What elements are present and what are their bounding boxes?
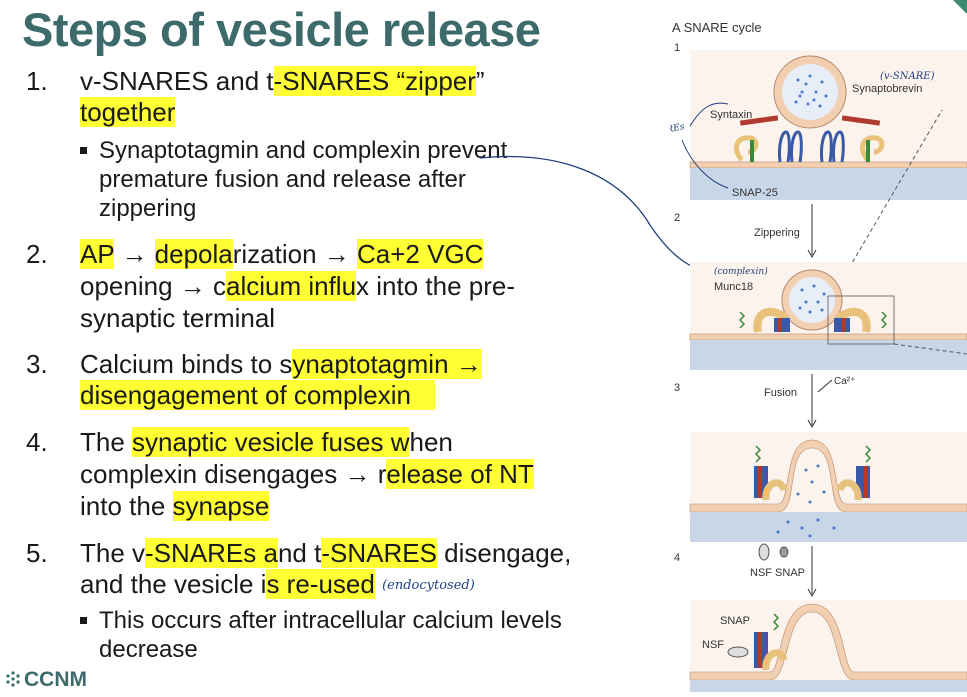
panel-1: Synaptobrevin Syntaxin SNAP-25 (v-SNARE)… (670, 50, 967, 200)
label-synaptobrevin: Synaptobrevin (852, 83, 922, 95)
slide-title: Steps of vesicle release (22, 3, 541, 56)
fusing-membrane (689, 439, 967, 513)
step-5-line-2: and the vesicle is re-used (endocytosed) (80, 569, 475, 599)
panel-number-3: 3 (674, 382, 680, 394)
step-1-number: 1. (26, 66, 48, 96)
panel-2: Munc18 (complexin) (689, 262, 967, 370)
snap25-right (820, 130, 845, 163)
sub-bullet-marker (80, 617, 87, 624)
label-syntaxin: Syntaxin (710, 109, 752, 121)
nsf-icon (758, 543, 770, 561)
step-3-line-1: Calcium binds to synaptotagmin → (80, 349, 482, 379)
zoom-box (827, 295, 895, 345)
munc18-right (835, 307, 871, 333)
complexin-arrow (479, 155, 713, 273)
panel-number-2: 2 (674, 212, 680, 224)
step-5-sub-line-1: This occurs after intracellular calcium … (99, 607, 562, 634)
label-snap25: SNAP-25 (732, 187, 778, 199)
step-4-line-2: complexin disengages → release of NT (80, 459, 534, 489)
sub-bullet-marker (80, 147, 87, 154)
step-2-line-2: opening → calcium influx into the pre- (80, 271, 516, 301)
syntaxin-right (859, 135, 885, 162)
step-2-number: 2. (26, 239, 48, 269)
label-fusion: Fusion (764, 387, 797, 399)
step-1-sub-line-3: zippering (99, 195, 197, 222)
label-snap: SNAP (720, 615, 750, 627)
step-5-line-1: The v-SNAREs and t-SNARES disengage, (80, 538, 572, 568)
label-munc18: Munc18 (714, 281, 753, 293)
panel-number-4: 4 (674, 552, 680, 564)
handwritten-t-snares: t-SNAREs (670, 122, 686, 141)
panel-4: SNAP NSF (689, 600, 967, 692)
step-3-number: 3. (26, 349, 48, 379)
munc18-left (753, 307, 789, 333)
step-1-line-2: together (80, 97, 176, 127)
step-1-sub-line-1: Synaptotagmin and complexin prevent (99, 137, 508, 164)
label-calcium: Ca²⁺ (834, 376, 855, 387)
label-zippering: Zippering (754, 227, 800, 239)
panel-3 (689, 432, 967, 542)
step-4-line-3: into the synapse (80, 491, 270, 521)
step-4-number: 4. (26, 427, 48, 457)
corner-accent (953, 0, 967, 14)
synaptobrevin-right (841, 115, 881, 126)
handwritten-v-snare: (v-SNARE) (880, 71, 935, 82)
step-4-line-1: The synaptic vesicle fuses when (80, 427, 453, 457)
step-1-line-1: v-SNARES and t-SNARES “zipper” (80, 66, 485, 96)
recycling-membrane (689, 603, 967, 681)
handwritten-complexin: (complexin) (714, 266, 768, 277)
logo-dots-icon (6, 671, 20, 687)
synaptobrevin-left (739, 115, 779, 126)
label-nsf: NSF (702, 639, 724, 651)
figure-heading: A SNARE cycle (672, 20, 762, 35)
panel-number-1: 1 (674, 42, 680, 54)
snare-cycle-figure: A SNARE cycle 1 2 3 4 (670, 20, 967, 692)
ccnm-logo: CCNM (4, 668, 87, 692)
membrane (689, 161, 967, 169)
nsf-bound-icon (727, 646, 749, 658)
step-5-sub-line-2: decrease (99, 636, 198, 663)
step-1-sub-line-2: premature fusion and release after (99, 166, 466, 193)
step-3-line-2: disengagement of complexin (80, 380, 435, 410)
label-nsf-snap: NSF SNAP (750, 567, 805, 579)
snap-icon (779, 546, 789, 558)
snap25-left (778, 130, 803, 163)
step-2-line-3: synaptic terminal (80, 303, 276, 333)
handwritten-endocytosed-note: (endocytosed) (382, 578, 475, 593)
neurotransmitter-dots (794, 74, 828, 108)
synaptic-cleft (690, 168, 967, 200)
step-5-number: 5. (26, 538, 48, 568)
syntaxin-left (733, 135, 759, 162)
step-2-line-1: AP → depolarization → Ca+2 VGC (80, 239, 484, 269)
